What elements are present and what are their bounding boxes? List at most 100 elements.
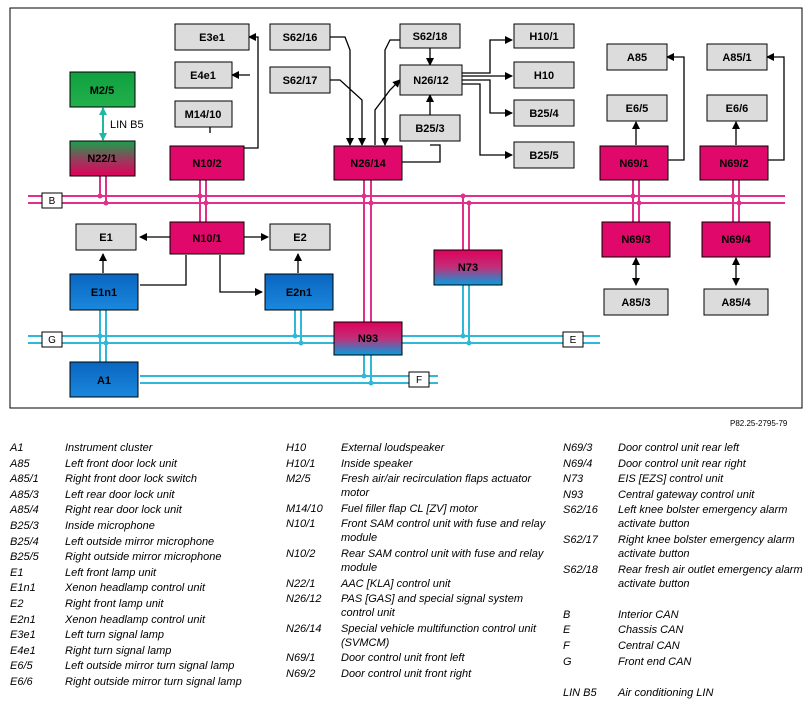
legend-description: Inside microphone <box>65 519 155 532</box>
legend-code: N26/12 <box>286 593 322 606</box>
legend-code: A1 <box>10 442 24 454</box>
legend-code: S62/18 <box>563 563 598 576</box>
legend-code: A85 <box>10 457 30 470</box>
svg-text:E2n1: E2n1 <box>286 287 312 299</box>
svg-text:M2/5: M2/5 <box>90 85 114 97</box>
svg-text:S62/18: S62/18 <box>413 31 448 43</box>
legend-item: E2 Right front lamp unit <box>10 597 272 611</box>
svg-text:E1n1: E1n1 <box>91 287 117 299</box>
svg-text:F: F <box>416 375 422 386</box>
svg-text:N69/1: N69/1 <box>619 158 648 170</box>
bus-tag-f: F <box>408 371 430 388</box>
node-e6-5: E6/5 <box>606 94 668 122</box>
legend-code: N69/2 <box>286 667 316 680</box>
node-n69-4: N69/4 <box>701 221 771 258</box>
node-e1n1: E1n1 <box>69 273 139 311</box>
node-e2: E2 <box>269 223 331 251</box>
legend-description: Air conditioning LIN <box>618 686 714 699</box>
legend-description <box>618 670 803 684</box>
legend-code: B <box>563 608 571 621</box>
node-s62-18: S62/18 <box>399 23 461 49</box>
legend-description: Right front door lock switch <box>65 473 198 486</box>
node-m14-10: M14/10 <box>174 100 233 128</box>
legend-description: Central CAN <box>618 639 680 652</box>
node-m2-5: M2/5 <box>69 71 136 108</box>
node-a1: A1 <box>69 361 139 398</box>
legend-code: A85/4 <box>10 504 39 517</box>
can-bus-f <box>140 355 438 384</box>
legend-description: Right knee bolster emergency alarm activ… <box>618 533 795 560</box>
node-h10: H10 <box>513 61 575 89</box>
node-e1: E1 <box>75 223 137 251</box>
svg-text:A1: A1 <box>97 375 111 387</box>
legend-description: Right rear door lock unit <box>65 504 182 517</box>
legend-description: Central gateway control unit <box>618 488 755 501</box>
node-e6-6: E6/6 <box>706 94 768 122</box>
svg-text:N69/4: N69/4 <box>721 234 751 246</box>
figure-reference: P82.25-2795-79 <box>730 419 788 428</box>
svg-text:E: E <box>570 335 577 346</box>
legend-description: Rear SAM control unit with fuse and rela… <box>341 547 544 574</box>
legend-item: A85/4 Right rear door lock unit <box>10 503 272 517</box>
node-n69-2: N69/2 <box>699 145 769 181</box>
legend-description: AAC [KLA] control unit <box>341 577 451 590</box>
legend-code: E <box>563 624 571 637</box>
svg-text:N93: N93 <box>358 333 378 345</box>
legend-description: Xenon headlamp control unit <box>65 613 206 626</box>
legend-code: E6/5 <box>10 660 33 673</box>
svg-text:E4e1: E4e1 <box>190 70 216 82</box>
node-a85-4: A85/4 <box>703 288 769 316</box>
legend-description: Instrument cluster <box>65 442 153 454</box>
can-bus-b-junctions <box>97 193 742 206</box>
legend-code <box>563 592 618 606</box>
legend-description: Fuel filler flap CL [ZV] motor <box>341 502 478 515</box>
node-n26-14: N26/14 <box>333 145 403 181</box>
legend-code: B25/5 <box>10 551 39 564</box>
svg-text:E6/5: E6/5 <box>626 103 649 115</box>
legend-code: B25/4 <box>10 535 39 548</box>
legend-code: M2/5 <box>286 473 311 486</box>
svg-text:A85: A85 <box>627 52 647 64</box>
bus-tag-b: B <box>41 192 63 209</box>
svg-text:N26/14: N26/14 <box>350 158 386 170</box>
legend-code <box>563 670 618 684</box>
node-e2n1: E2n1 <box>264 273 334 311</box>
legend-item <box>563 670 803 684</box>
legend-code: G <box>563 655 572 668</box>
svg-text:H10: H10 <box>534 70 554 82</box>
node-b25-4: B25/4 <box>513 99 575 127</box>
node-s62-17: S62/17 <box>269 66 331 94</box>
legend-code: H10 <box>286 442 307 454</box>
svg-text:N69/3: N69/3 <box>621 234 650 246</box>
legend-code: N93 <box>563 488 584 501</box>
legend-code: S62/17 <box>563 533 598 546</box>
node-n26-12: N26/12 <box>399 64 463 96</box>
legend-description: Right front lamp unit <box>65 597 164 610</box>
legend-description: Front SAM control unit with fuse and rel… <box>341 518 546 545</box>
svg-text:E1: E1 <box>99 232 112 244</box>
svg-text:A85/1: A85/1 <box>722 52 751 64</box>
legend-code: N10/2 <box>286 547 316 560</box>
svg-text:N10/1: N10/1 <box>192 233 221 245</box>
node-a85-1: A85/1 <box>706 43 768 71</box>
node-n69-1: N69/1 <box>599 145 669 181</box>
legend-description: Left turn signal lamp <box>65 629 165 642</box>
legend-code: E2 <box>10 597 24 610</box>
node-s62-16: S62/16 <box>269 23 331 51</box>
svg-text:G: G <box>48 335 56 346</box>
